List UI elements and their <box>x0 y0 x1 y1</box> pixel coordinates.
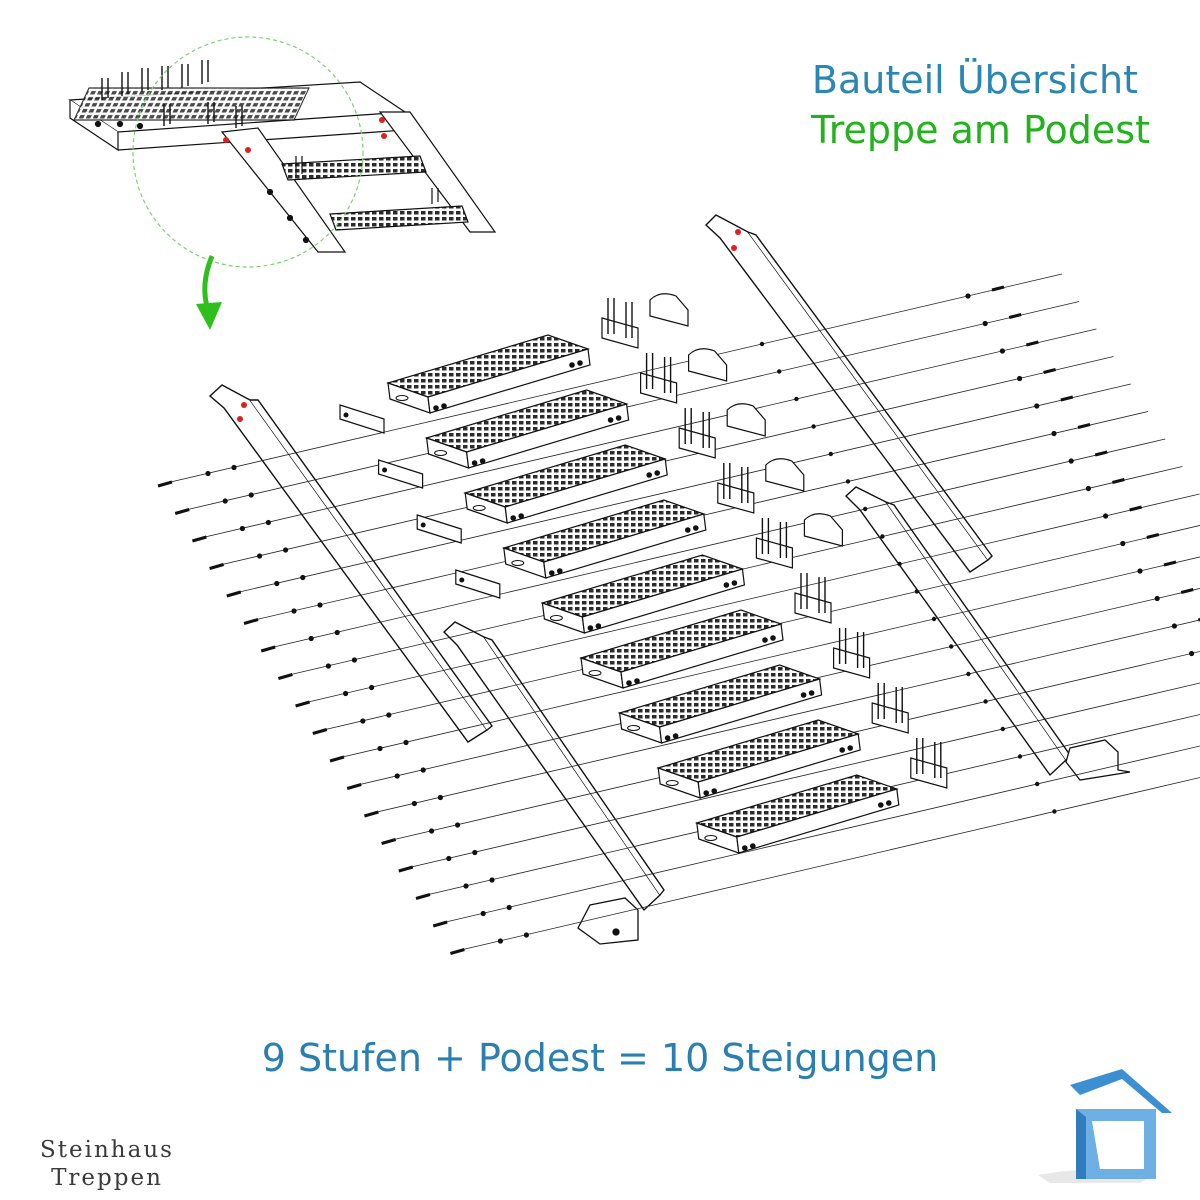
step-7 <box>617 664 823 744</box>
curved-plate <box>803 513 843 547</box>
bolt-line <box>295 493 1200 708</box>
curved-arrow-down-icon <box>196 255 222 330</box>
curved-plate <box>765 458 805 492</box>
right-stringer-upper <box>704 214 993 573</box>
step-2 <box>424 389 630 469</box>
steps <box>386 334 900 854</box>
bolt-line <box>432 745 1200 928</box>
title-bauteil-uebersicht: Bauteil Übersicht <box>811 58 1138 102</box>
side-plate <box>339 404 385 434</box>
brand-logo-text: Steinhaus Treppen <box>22 1137 192 1191</box>
bolt-line <box>191 328 1097 543</box>
step-caption: 9 Stufen + Podest = 10 Steigungen <box>261 1036 939 1080</box>
step-brackets <box>339 293 948 789</box>
bolt-line <box>449 777 1200 955</box>
house-icon <box>1038 1069 1172 1183</box>
post-bracket <box>755 518 793 569</box>
right-base-bracket <box>1065 739 1131 781</box>
post-bracket <box>833 628 871 679</box>
step-9 <box>694 774 900 854</box>
overview-inset <box>68 60 497 253</box>
step-5 <box>540 554 746 634</box>
bolt-line <box>398 682 1200 873</box>
curved-plate <box>688 348 728 382</box>
bolt-lines <box>157 273 1200 955</box>
side-plate <box>455 569 501 599</box>
brand-line2: Treppen <box>51 1165 163 1191</box>
left-stringer-upper <box>208 384 493 743</box>
detail-circle <box>132 36 364 268</box>
bolt-line <box>157 273 1063 488</box>
step-1 <box>386 334 591 414</box>
step-8 <box>656 719 861 799</box>
brand-line1: Steinhaus <box>40 1137 174 1163</box>
post-bracket <box>717 463 755 514</box>
side-plate <box>378 459 424 489</box>
bolt-line <box>260 438 1166 653</box>
step-3 <box>463 444 668 524</box>
post-bracket <box>910 738 948 789</box>
bolt-line <box>363 618 1200 818</box>
post-bracket <box>794 573 832 624</box>
title-treppe-am-podest: Treppe am Podest <box>811 108 1150 152</box>
side-plate <box>416 514 462 544</box>
step-6 <box>579 609 784 689</box>
step-4 <box>501 499 707 579</box>
left-base-bracket <box>577 897 639 945</box>
post-bracket <box>871 683 909 734</box>
post-bracket <box>640 353 678 404</box>
curved-plate <box>726 403 766 437</box>
curved-plate <box>649 293 689 327</box>
post-bracket <box>601 298 639 349</box>
bolt-line <box>174 301 1080 515</box>
post-bracket <box>678 408 716 459</box>
bolt-line <box>329 556 1200 763</box>
bolt-line <box>226 383 1131 598</box>
